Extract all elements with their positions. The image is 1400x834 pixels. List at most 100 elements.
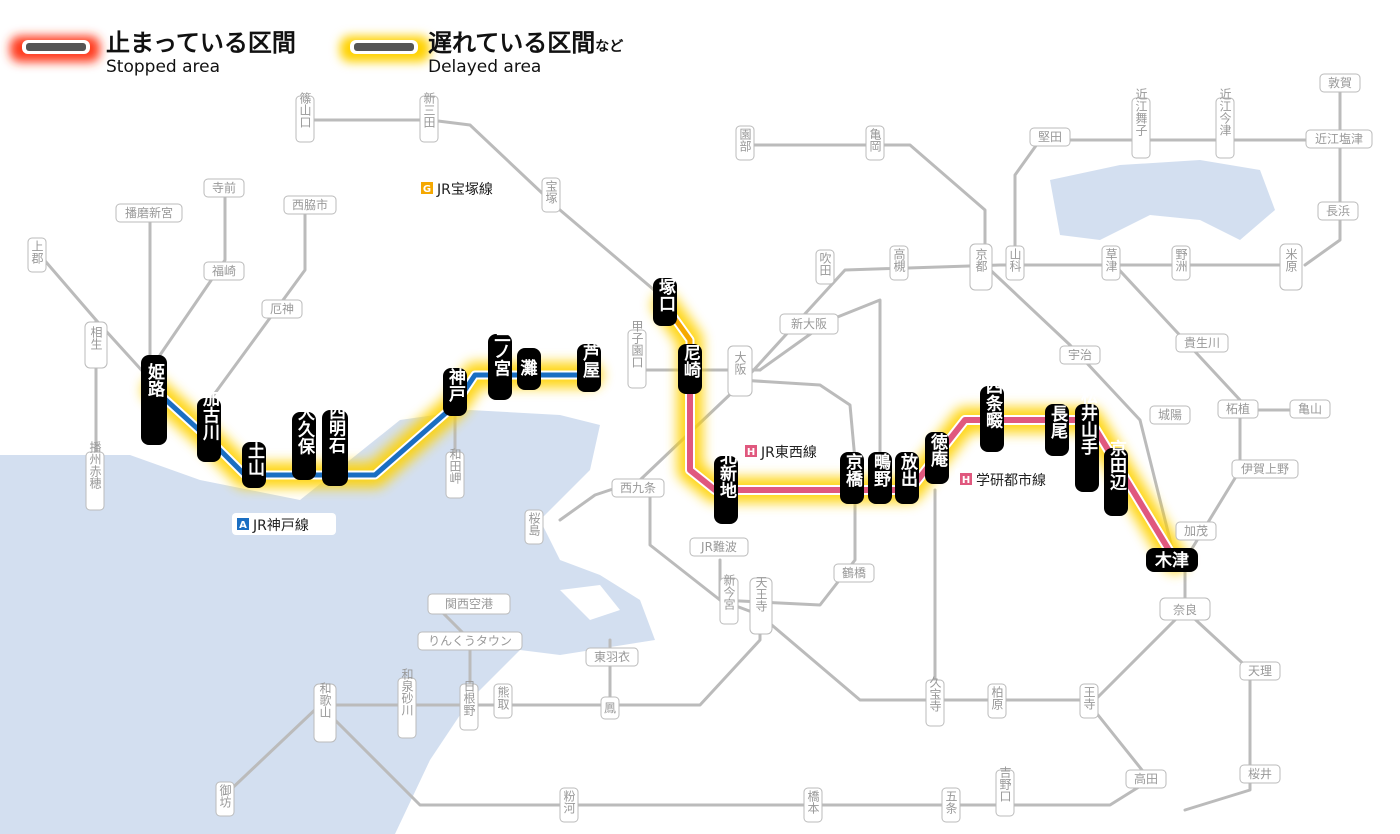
station-osaka: 大阪 [727,345,753,397]
station-rinkutown: りんくうタウン [417,631,523,651]
line-label-tozai: H JR東西線 [740,440,840,462]
svg-text:神戸: 神戸 [445,367,466,403]
station-gojo: 五条 [941,787,961,823]
station-gobo: 御坊 [215,781,235,817]
svg-text:松井山手: 松井山手 [1077,386,1098,456]
station-maibara: 米原 [1279,243,1303,291]
svg-text:四条畷: 四条畷 [982,378,1004,430]
station-matsuiyamate: 松井山手 [1075,386,1099,492]
svg-text:土山: 土山 [244,441,265,477]
legend-delayed: 遅れている区間など Delayed area [340,29,623,77]
station-aioi: 相生 [84,321,108,369]
station-hashimoto: 橋本 [803,787,823,823]
svg-text:桜井: 桜井 [1248,767,1272,781]
station-tokuan: 徳庵 [925,432,949,484]
station-yasu: 野洲 [1171,245,1191,281]
station-sonobe: 園部 [735,125,755,161]
svg-text:H: H [747,447,755,458]
svg-text:播州赤穂: 播州赤穂 [88,441,102,490]
legend-stopped: 止まっている区間 Stopped area [10,29,296,77]
station-katata: 堅田 [1029,127,1071,147]
svg-text:御坊: 御坊 [218,783,232,808]
station-tsuchiyama: 土山 [242,441,266,488]
station-tsuge: 柘植 [1217,399,1259,419]
station-kameoka: 亀岡 [865,125,885,161]
svg-text:鶴橋: 鶴橋 [842,565,866,580]
svg-text:伊賀上野: 伊賀上野 [1241,462,1289,476]
svg-text:JR難波: JR難波 [700,539,737,554]
svg-text:柏原: 柏原 [990,685,1004,710]
station-yashiro: 厄神 [261,299,303,319]
station-omishiotsu: 近江塩津 [1305,129,1373,149]
legend-delayed-en: Delayed area [428,57,541,77]
station-nara: 奈良 [1159,597,1211,621]
station-shinimamiya: 新今宮 [719,573,739,625]
station-kyuhoji: 久宝寺 [925,676,945,727]
svg-text:高槻: 高槻 [892,247,906,273]
station-sakurai: 桜井 [1239,764,1281,784]
station-banshuako: 播州赤穂 [85,441,105,511]
svg-text:近江今津: 近江今津 [1218,88,1232,136]
station-kobe: 神戸 [443,367,467,416]
svg-text:粉河: 粉河 [562,790,576,814]
station-higashihagoromo: 東羽衣 [585,647,639,667]
svg-text:G: G [423,184,431,195]
svg-text:天理: 天理 [1248,664,1272,678]
station-oji: 王寺 [1079,683,1099,719]
svg-text:新大阪: 新大阪 [791,316,827,331]
station-omimaiko: 近江舞子 [1131,88,1151,159]
station-himeji: 姫路 [141,355,167,445]
svg-text:学研都市線: 学研都市線 [976,472,1046,489]
svg-text:敦賀: 敦賀 [1328,75,1352,90]
svg-text:鳳: 鳳 [604,701,616,715]
station-okubo: 大久保 [292,402,316,480]
svg-text:灘: 灘 [521,358,538,379]
svg-text:桜島: 桜島 [527,512,541,537]
svg-text:貴生川: 貴生川 [1184,336,1220,350]
station-jrnamba: JR難波 [689,537,749,557]
station-igaueno: 伊賀上野 [1231,459,1299,479]
svg-text:和歌山: 和歌山 [318,682,332,718]
svg-text:JR東西線: JR東西線 [760,445,817,461]
svg-text:柘植: 柘植 [1226,401,1250,416]
station-kyotanabe: 京田辺 [1104,438,1128,516]
station-sakurajima: 桜島 [524,509,544,545]
svg-text:山科: 山科 [1008,248,1022,272]
station-shijonawate: 四条畷 [980,378,1004,452]
svg-text:播磨新宮: 播磨新宮 [125,205,173,220]
svg-text:放出: 放出 [897,452,919,488]
svg-text:新三田: 新三田 [422,91,436,128]
svg-text:吹田: 吹田 [818,252,832,276]
line-label-takarazuka: G JR宝塚線 [416,177,520,199]
station-tsuruga: 敦賀 [1319,73,1361,93]
svg-text:福崎: 福崎 [212,263,236,278]
svg-text:大阪: 大阪 [733,351,747,376]
station-tsuruhashi: 鶴橋 [833,563,875,583]
legend-stopped-jp: 止まっている区間 [106,29,296,57]
svg-text:長浜: 長浜 [1326,204,1350,218]
station-sasayamaguchi: 篠山口 [295,91,315,143]
station-suita: 吹田 [815,249,835,285]
affected-stations: 姫路 加古川 土山 大久保 西明石 神戸 三ノ宮 灘 芦屋 塚口 尼崎 北新地 … [141,278,1198,572]
svg-text:H: H [962,475,970,486]
svg-text:西九条: 西九条 [620,481,656,495]
station-amagasaki: 尼崎 [678,344,702,394]
svg-text:奈良: 奈良 [1173,602,1197,617]
svg-text:三ノ宮: 三ノ宮 [490,326,511,378]
station-omiimazu: 近江今津 [1215,88,1235,159]
sea-area [0,160,1275,834]
station-takada: 高田 [1125,769,1167,789]
svg-text:東羽衣: 東羽衣 [594,649,630,664]
legend-delayed-jp: 遅れている区間など [428,29,623,57]
station-kameyama: 亀山 [1289,399,1331,419]
station-koshienguchi: 甲子園口 [627,320,647,389]
station-kyobashi: 京橋 [840,452,864,504]
station-wakayama: 和歌山 [313,682,337,743]
svg-text:五条: 五条 [944,790,958,814]
svg-text:厄神: 厄神 [270,302,294,316]
station-nishiakashi: 西明石 [322,403,348,486]
station-nagahama: 長浜 [1317,201,1359,221]
station-kansaikuko: 関西空港 [427,593,511,615]
station-tsukaguchi: 塚口 [653,278,677,326]
svg-text:木津: 木津 [1154,550,1189,571]
